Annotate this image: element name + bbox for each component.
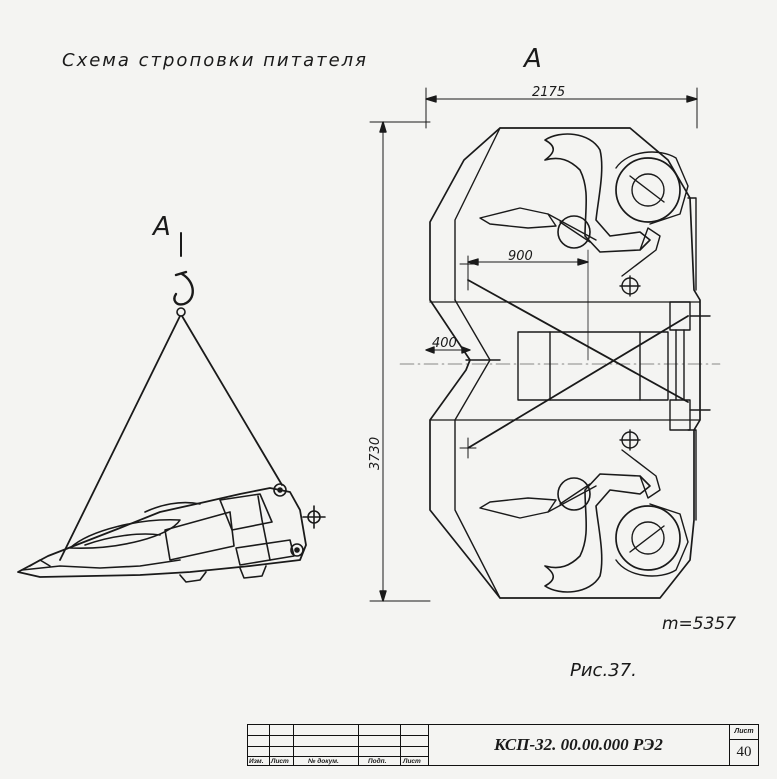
sheet-label: Лист	[730, 725, 758, 740]
mass-label: m=5357	[662, 614, 737, 634]
sling-right	[181, 315, 283, 486]
revision-grid: Изм. Лист № докум. Подп. Лист	[248, 725, 429, 765]
dim-height: 3730	[368, 437, 383, 470]
figure-number: Рис.37.	[570, 660, 637, 681]
document-designation: КСП-32. 00.00.000 РЭ2	[428, 725, 730, 765]
title-block: Изм. Лист № докум. Подп. Лист КСП-32. 00…	[247, 724, 759, 766]
col-signature: Подп.	[368, 758, 387, 765]
sheet-number: 40	[736, 744, 752, 760]
sling-scheme-caption: Схема строповки питателя	[62, 50, 369, 71]
dim-400: 400	[432, 336, 457, 351]
col-sheet: Лист	[403, 758, 421, 765]
view-label-left: A	[153, 212, 171, 242]
sling-left	[59, 315, 181, 561]
col-izm: Изм.	[249, 758, 264, 765]
col-list: Лист	[271, 758, 289, 765]
crane-hook-icon	[173, 270, 194, 306]
dim-width: 2175	[532, 85, 565, 100]
dim-900: 900	[508, 249, 533, 264]
sheet-box: Лист 40	[730, 725, 758, 765]
view-label-right: A	[524, 44, 542, 74]
col-doc-number: № докум.	[308, 758, 339, 765]
